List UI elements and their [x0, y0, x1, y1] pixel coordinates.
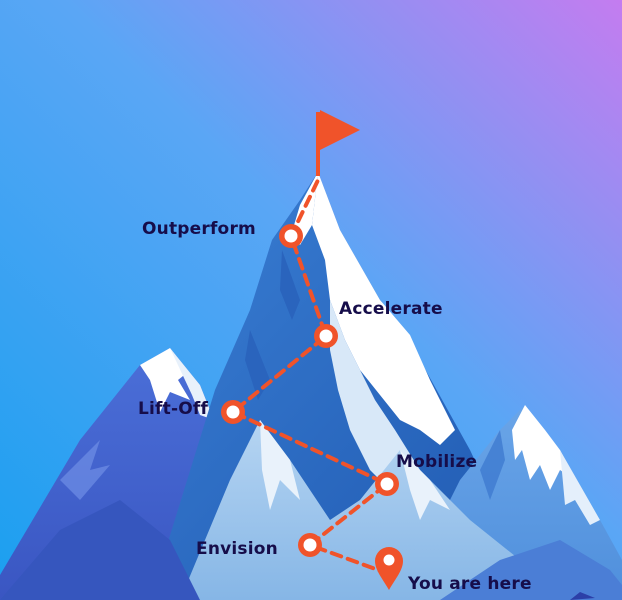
milestone-marker-icon: [298, 533, 322, 557]
milestone-marker-icon: [221, 400, 245, 424]
milestone-label-envision: Envision: [196, 539, 278, 559]
milestone-label-outperform: Outperform: [142, 219, 256, 239]
location-pin-icon: [375, 547, 403, 590]
foreground-base: [0, 500, 622, 600]
summit-flag-icon: [316, 110, 360, 176]
milestone-marker-icon: [375, 472, 399, 496]
you-are-here-label: You are here: [408, 574, 532, 594]
milestone-label-mobilize: Mobilize: [396, 452, 478, 472]
milestone-label-accelerate: Accelerate: [339, 299, 443, 319]
milestone-label-lift-off: Lift-Off: [138, 399, 209, 419]
milestone-marker-icon: [279, 224, 303, 248]
milestone-marker-icon: [314, 324, 338, 348]
front-hill: [180, 420, 560, 600]
